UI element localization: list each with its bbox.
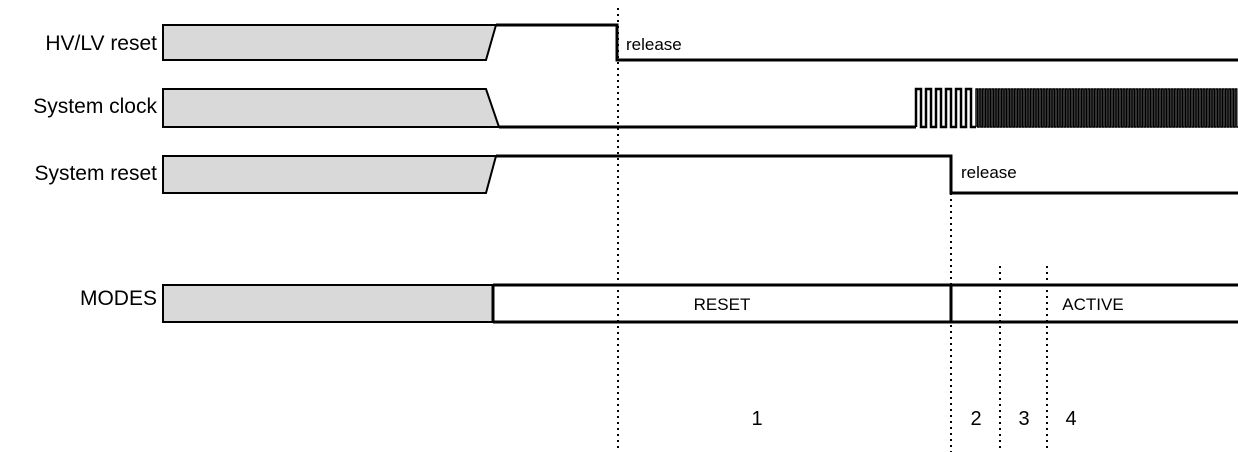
modes-reset-state [493, 285, 951, 322]
system-clock-fast-pulses [975, 88, 1238, 128]
modes-active-label: ACTIVE [1062, 295, 1123, 314]
system-reset-label: System reset [34, 162, 157, 185]
system-clock-slow-pulses [914, 87, 976, 129]
phase-markers [617, 8, 1048, 452]
hv-lv-reset-waveform: release [162, 23, 1238, 62]
system-reset-waveform: release [162, 154, 1238, 195]
hv-lv-reset-unknown-region [162, 24, 498, 61]
modes-unknown-region [162, 284, 494, 323]
modes-label: MODES [80, 287, 157, 310]
system-clock-label: System clock [33, 95, 157, 118]
system-reset-release-label: release [961, 163, 1017, 182]
system-clock-waveform [162, 87, 1238, 129]
hv-lv-reset-release-label: release [626, 35, 682, 54]
modes-active-state [951, 285, 1238, 322]
system-reset-unknown-region [162, 155, 498, 194]
system-reset-signal-line [496, 154, 1238, 195]
modes-reset-label: RESET [694, 295, 751, 314]
hv-lv-reset-signal-line [496, 23, 1238, 62]
phase-3-label: 3 [1018, 408, 1029, 430]
phase-1-label: 1 [751, 408, 762, 430]
system-clock-unknown-region [162, 88, 501, 128]
phase-2-label: 2 [970, 408, 981, 430]
hv-lv-reset-label: HV/LV reset [45, 32, 157, 55]
phase-4-label: 4 [1065, 408, 1076, 430]
modes-bar: RESET ACTIVE [162, 283, 1238, 324]
